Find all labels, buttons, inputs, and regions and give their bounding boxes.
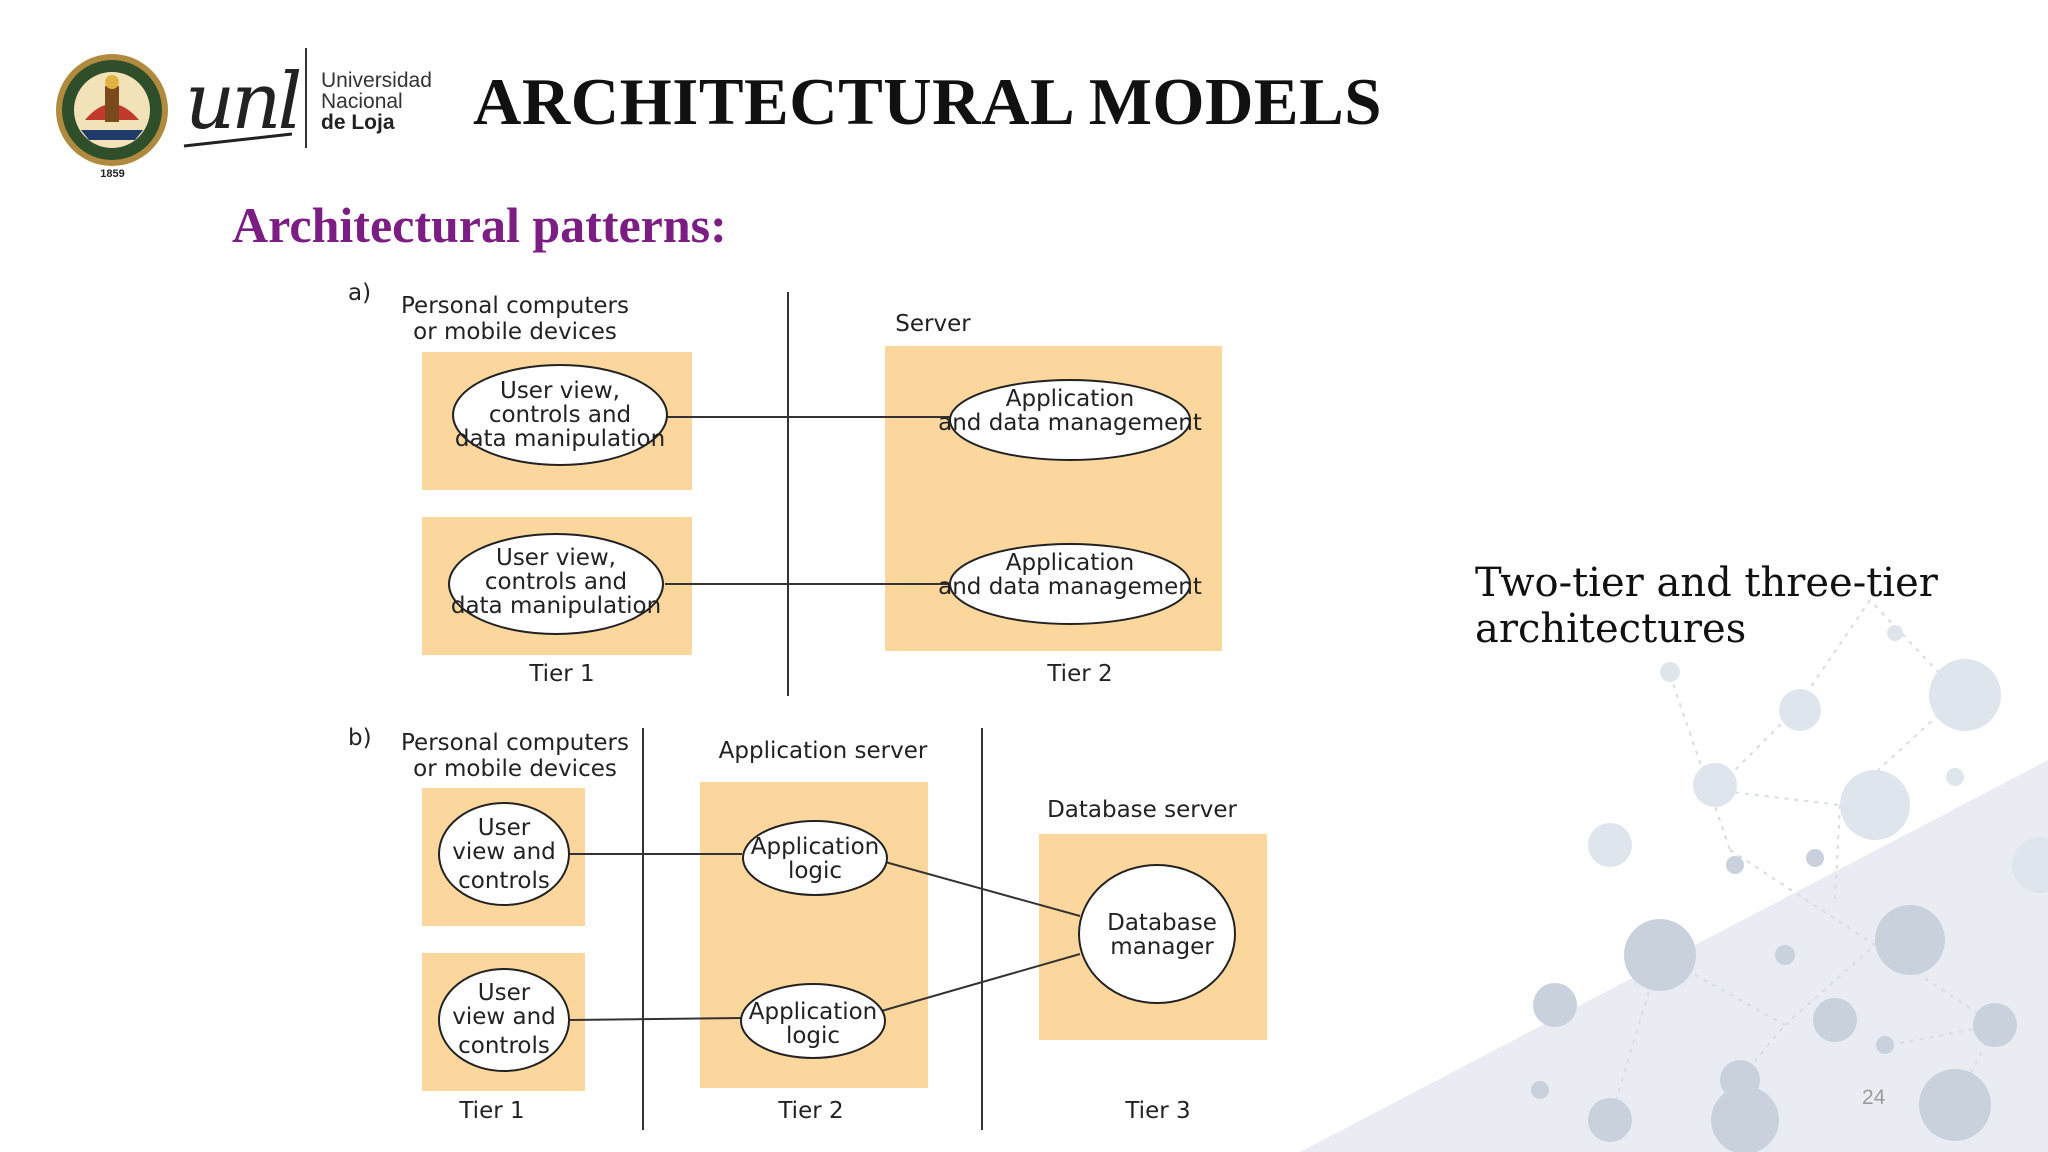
three-tier-client-node-1-line-2: view and [452, 839, 556, 865]
tier-architecture-diagram: a) Personal computers or mobile devices … [348, 280, 1267, 1130]
connector-line [569, 1017, 743, 1021]
app-logic-node-1-line-1: Application [751, 834, 880, 860]
app-logic-node-2 [740, 983, 886, 1059]
three-tier-tier-2-label: Tier 2 [777, 1098, 843, 1124]
three-tier-client-heading-line-1: Personal computers [401, 730, 629, 756]
client-node-2-line-1: User view, [496, 545, 616, 571]
db-server-heading: Database server [1047, 797, 1237, 823]
three-tier-client-node-1-line-1: User [478, 815, 531, 841]
two-tier-client-heading-line-1: Personal computers [401, 293, 629, 319]
two-tier-tier-2-label: Tier 2 [1046, 661, 1112, 687]
part-a-label: a) [348, 280, 371, 306]
database-manager-line-2: manager [1110, 934, 1214, 960]
three-tier-client-node-1 [438, 802, 570, 906]
app-logic-node-2-line-1: Application [749, 999, 878, 1025]
unl-brand-mark: unl [183, 58, 300, 148]
client-node-1-line-3: data manipulation [455, 426, 665, 452]
seal-year: 1859 [100, 168, 125, 180]
three-tier-client-heading-line-2: or mobile devices [413, 756, 617, 782]
three-tier-tier-1-label: Tier 1 [458, 1098, 524, 1124]
server-node-1-line-2: and data management [938, 410, 1202, 436]
slide-subtitle: Architectural patterns: [232, 197, 727, 253]
client-node-1 [452, 364, 668, 466]
app-logic-node-2-line-2: logic [786, 1023, 840, 1049]
client-node-2-line-2: controls and [485, 569, 627, 595]
database-manager-line-1: Database [1107, 910, 1217, 936]
app-server-heading: Application server [719, 738, 928, 764]
three-tier-client-node-2-line-1: User [478, 980, 531, 1006]
connector-line [877, 859, 1081, 917]
three-tier-client-node-1-line-3: controls [458, 868, 550, 894]
two-tier-tier-1-label: Tier 1 [528, 661, 594, 687]
three-tier-client-node-2 [438, 968, 570, 1072]
server-node-2-line-1: Application [1006, 550, 1135, 576]
page-number: 24 [1862, 1086, 1886, 1109]
three-tier-diagram: b) Personal computers or mobile devices … [348, 725, 1267, 1130]
app-logic-node-1 [742, 820, 888, 896]
connector-line [877, 953, 1081, 1013]
university-name-line-2: Nacional [321, 90, 403, 113]
server-node-2 [949, 543, 1191, 625]
part-b-label: b) [348, 725, 372, 751]
client-node-1-line-2: controls and [489, 402, 631, 428]
three-tier-client-node-2-line-2: view and [452, 1004, 556, 1030]
university-name-line-3: de Loja [321, 111, 395, 134]
three-tier-tier-3-label: Tier 3 [1124, 1098, 1190, 1124]
database-manager-node [1078, 864, 1236, 1004]
two-tier-client-heading-line-2: or mobile devices [413, 319, 617, 345]
diagram-caption: Two-tier and three-tier architectures [1475, 560, 1938, 652]
client-node-2-line-3: data manipulation [451, 593, 661, 619]
university-seal-icon [56, 54, 168, 166]
server-node-2-line-2: and data management [938, 574, 1202, 600]
server-node-1-line-1: Application [1006, 386, 1135, 412]
slide-title: ARCHITECTURAL MODELS [473, 65, 1383, 139]
client-node-2 [448, 533, 664, 635]
logo-divider [305, 48, 307, 148]
university-name-line-1: Universidad [321, 69, 432, 92]
university-logo: 1859 unl Universidad Nacional de Loja [55, 48, 435, 188]
client-node-1-line-1: User view, [500, 378, 620, 404]
two-tier-server-heading: Server [895, 311, 971, 337]
unl-brand-text: unl [185, 58, 299, 147]
university-name: Universidad Nacional de Loja [321, 70, 432, 133]
app-logic-node-1-line-2: logic [788, 858, 842, 884]
three-tier-client-node-2-line-3: controls [458, 1033, 550, 1059]
server-node-1 [949, 379, 1191, 461]
two-tier-diagram: a) Personal computers or mobile devices … [348, 280, 1222, 696]
